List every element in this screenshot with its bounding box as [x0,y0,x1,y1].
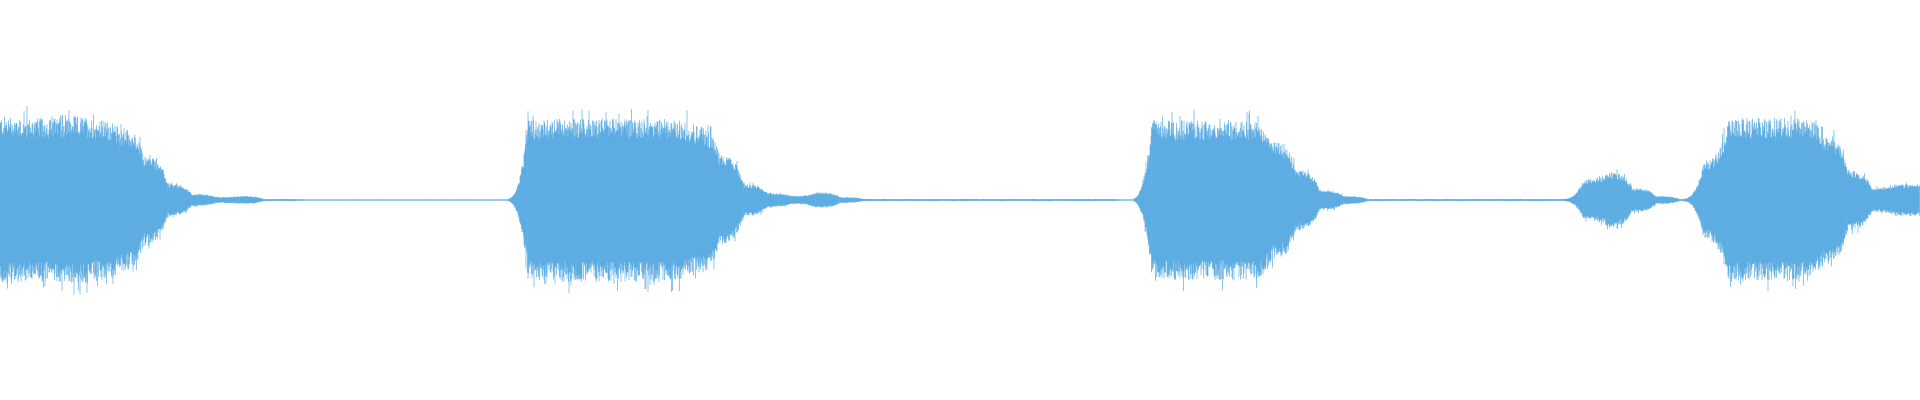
waveform-bin [1703,126,1728,268]
waveform-bin [1079,198,1104,201]
waveform-bin [839,197,864,204]
waveform-bin [1631,188,1656,214]
waveform-bin [911,198,936,202]
waveform-bin [1535,198,1560,201]
waveform-bin [1511,198,1536,201]
waveform-bin [95,120,120,286]
waveform-bin [1463,198,1488,201]
waveform-bin [767,192,792,208]
waveform-bin [1031,198,1056,202]
waveform-bin [1055,198,1080,201]
waveform-bin [1655,196,1680,205]
waveform-bin [191,193,216,207]
waveform-bin [383,199,408,201]
waveform-bin [1271,142,1296,268]
waveform-bin [863,198,888,202]
waveform-bin [1199,118,1224,291]
waveform-bin [647,109,672,292]
waveform-bin [695,125,720,273]
waveform-bin [1247,110,1272,288]
waveform-bin [455,199,480,201]
waveform-bin [1439,198,1464,202]
waveform-bin [1415,198,1440,202]
waveform-bin [1151,111,1176,281]
waveform-bin [287,199,312,202]
waveform-bin [311,199,336,201]
waveform-bin [1823,129,1848,267]
waveform-bin [1103,198,1128,202]
waveform-bin [1391,198,1416,201]
waveform-bin [983,198,1008,201]
waveform-bin [599,112,624,291]
waveform-bin [119,124,144,272]
waveform-bin [143,154,168,249]
waveform-bin [1751,118,1776,291]
waveform-bin [575,109,600,282]
waveform-bin [263,198,288,202]
waveform-bin [1559,182,1584,218]
waveform-bin [671,110,696,292]
waveform-bin [335,199,360,201]
waveform-bin [719,155,744,244]
waveform-bin [1847,170,1872,234]
waveform-bin [1775,110,1800,289]
waveform-bin [407,199,432,201]
waveform-bin [1007,198,1032,202]
waveform-bin [1871,184,1896,216]
waveform-bin [551,110,576,294]
waveform-bin [623,109,648,290]
waveform-bin [503,129,528,273]
waveform-bin [1679,166,1704,236]
waveform-bin [1583,174,1608,230]
waveform-bin [1343,195,1368,205]
waveform-bin [1367,198,1392,202]
waveform-bin [215,196,240,204]
waveform-bin [1127,127,1152,273]
waveform-bin [743,182,768,216]
waveform-bin [1319,189,1344,211]
waveform-bin [0,116,24,289]
waveform-bin [167,182,192,218]
waveform-bin [887,198,912,201]
waveform-bin [47,110,72,291]
waveform-bin [1895,182,1920,216]
waveform-bin [815,191,840,208]
waveform-bin [431,199,456,201]
waveform-bin [935,199,960,201]
waveform-bin [359,199,384,201]
waveform-bin [1295,169,1320,231]
waveform-bin [1487,198,1512,202]
waveform-bin [1175,109,1200,291]
waveform-bin [71,114,96,295]
waveform-bin [791,193,816,208]
waveform-bin [527,111,552,288]
waveform-bin [959,198,984,202]
waveform-bin [479,199,504,201]
waveform-bin [1799,120,1824,286]
waveform-bin [23,106,48,288]
waveform-bin [1727,118,1752,287]
waveform-bin [239,196,264,204]
waveform-bin [1223,112,1248,281]
waveform-bin [1607,169,1632,229]
